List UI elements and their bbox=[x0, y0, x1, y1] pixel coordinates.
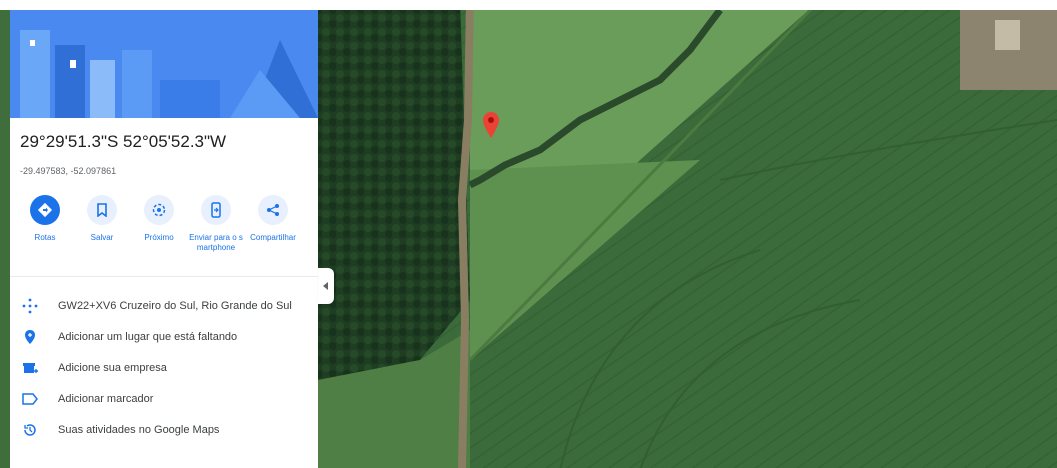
add-business-row[interactable]: Adicione sua empresa bbox=[10, 354, 318, 382]
share-button[interactable]: Compartilhar bbox=[244, 195, 302, 243]
hero-illustration bbox=[10, 10, 318, 118]
collapse-panel-button[interactable] bbox=[318, 268, 334, 304]
activity-row[interactable]: Suas atividades no Google Maps bbox=[10, 416, 318, 444]
directions-label: Rotas bbox=[34, 233, 56, 242]
save-button[interactable]: Salvar bbox=[73, 195, 131, 243]
decimal-coordinates: -29.497583, -52.097861 bbox=[20, 166, 117, 176]
nearby-icon bbox=[144, 195, 174, 225]
add-missing-place-text: Adicionar um lugar que está faltando bbox=[58, 331, 238, 343]
share-icon bbox=[258, 195, 288, 225]
business-icon bbox=[20, 358, 40, 378]
history-icon bbox=[20, 420, 40, 440]
activity-text: Suas atividades no Google Maps bbox=[58, 424, 220, 436]
save-label: Salvar bbox=[90, 233, 114, 242]
caret-left-icon bbox=[323, 277, 329, 295]
share-label: Compartilhar bbox=[250, 233, 296, 242]
section-divider bbox=[10, 276, 318, 277]
add-place-icon bbox=[20, 327, 40, 347]
plus-code-row[interactable]: GW22+XV6 Cruzeiro do Sul, Rio Grande do … bbox=[10, 292, 318, 320]
directions-button[interactable]: Rotas bbox=[16, 195, 74, 243]
add-missing-place-row[interactable]: Adicionar um lugar que está faltando bbox=[10, 323, 318, 351]
add-label-row[interactable]: Adicionar marcador bbox=[10, 385, 318, 413]
add-business-text: Adicione sua empresa bbox=[58, 362, 167, 374]
top-strip bbox=[0, 0, 1057, 10]
plus-code-icon bbox=[20, 296, 40, 316]
send-to-phone-label: Enviar para o smartphone bbox=[189, 233, 243, 252]
plus-code-text: GW22+XV6 Cruzeiro do Sul, Rio Grande do … bbox=[58, 300, 292, 312]
nearby-button[interactable]: Próximo bbox=[130, 195, 188, 243]
add-label-text: Adicionar marcador bbox=[58, 393, 154, 405]
send-to-phone-button[interactable]: Enviar para o smartphone bbox=[187, 195, 245, 253]
place-panel: 29°29'51.3"S 52°05'52.3"W -29.497583, -5… bbox=[10, 10, 318, 468]
phone-send-icon bbox=[201, 195, 231, 225]
directions-icon bbox=[30, 195, 60, 225]
location-pin-icon[interactable] bbox=[483, 112, 499, 138]
label-icon bbox=[20, 389, 40, 409]
bookmark-icon bbox=[87, 195, 117, 225]
nearby-label: Próximo bbox=[144, 233, 174, 242]
coordinates-title: 29°29'51.3"S 52°05'52.3"W bbox=[20, 132, 227, 151]
